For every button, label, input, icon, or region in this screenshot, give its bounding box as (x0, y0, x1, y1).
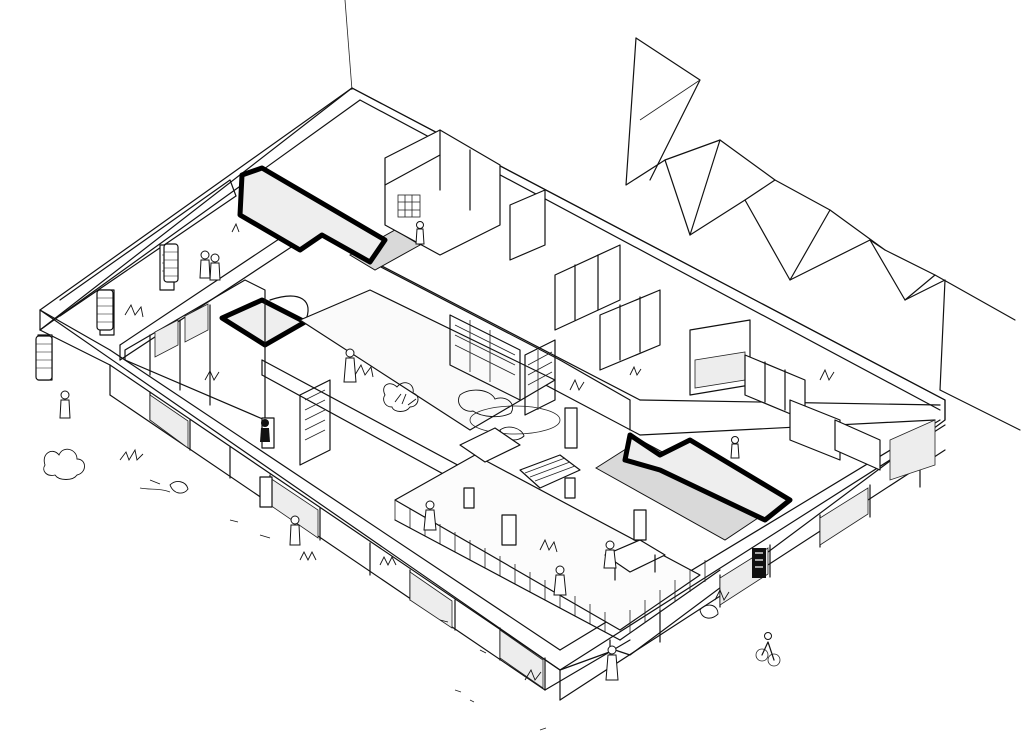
person-office-2 (730, 436, 740, 459)
person-office (415, 221, 425, 245)
core-north (237, 165, 388, 265)
facade-sign-lines (755, 552, 763, 568)
terrace-pillar-2 (633, 509, 647, 541)
person-street (59, 390, 71, 419)
courtyard (299, 289, 561, 441)
barrels (35, 243, 179, 381)
left-wing-rooms (124, 279, 331, 508)
interior-plants (124, 222, 835, 601)
terrace-pillar-1 (501, 514, 517, 546)
stair-cores (219, 165, 793, 523)
person-walker-1 (199, 250, 211, 279)
perimeter-wall (39, 87, 946, 671)
core-west (219, 297, 308, 348)
person-terrace-2 (603, 540, 617, 569)
terrace-pillar-3 (564, 477, 576, 499)
column-front (259, 476, 273, 508)
people (59, 221, 740, 681)
street-vegetation (43, 448, 719, 731)
cyclist (755, 632, 781, 667)
core-east (622, 432, 793, 523)
neighbor-building (344, 0, 1021, 431)
person-terrace-1 (553, 565, 567, 596)
person-walker-2 (209, 253, 221, 281)
facade-sign (752, 548, 766, 578)
person-front (289, 515, 301, 546)
person-lower-street (605, 645, 619, 681)
terrace (394, 407, 721, 641)
courtyard-column (564, 407, 578, 449)
terrace-pillar-4 (463, 487, 475, 509)
person-terrace-3 (423, 500, 437, 531)
office-cubicles (384, 129, 936, 481)
person-courtyard (343, 348, 357, 383)
window-grid (397, 194, 421, 218)
person-dark (260, 419, 270, 442)
